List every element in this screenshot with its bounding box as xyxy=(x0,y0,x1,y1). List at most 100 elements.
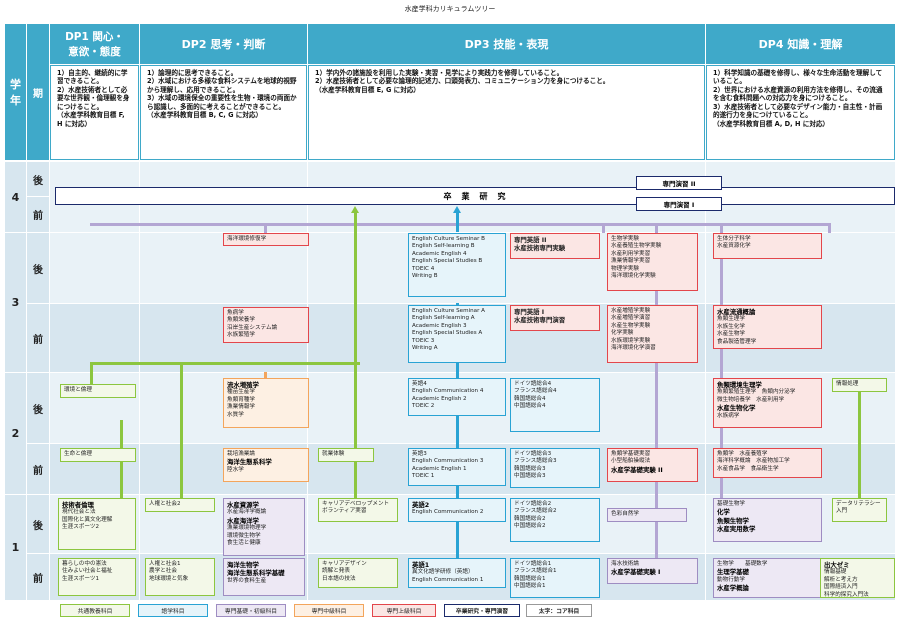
seminar-1: 専門演習 I xyxy=(636,197,722,211)
legend-basic: 専門基礎・初級科目 xyxy=(216,604,286,617)
course-english-2-list: English Communication 2 xyxy=(412,509,484,516)
term-4-late: 後 xyxy=(27,162,49,196)
legend-adv: 専門上級科目 xyxy=(372,604,436,617)
year-3: 3 xyxy=(5,233,26,372)
dp4-header: DP4 知識・理解 xyxy=(706,24,895,64)
course-cultivation-list2: 陸水学 xyxy=(227,466,244,473)
course-english-1-list: 異文化語学研修（英語） English Communication 1 xyxy=(412,569,484,583)
year-header: 学 年 xyxy=(5,24,26,160)
course-biology-basics-list2: 動物行動学 xyxy=(717,576,745,583)
course-flowing-water: 流水増殖学種苗生産学 魚類育種学 漁業情報学 水質学 xyxy=(223,378,309,428)
legend-language: 語学科目 xyxy=(138,604,208,617)
course-biology-basics-list: 生物学 基礎数学 xyxy=(717,561,768,567)
seminar-2: 専門演習 II xyxy=(636,176,722,190)
legend-mid: 専門中級科目 xyxy=(294,604,364,617)
course-biology-basics-title: 生理学基礎 xyxy=(717,568,749,577)
course-internship: 就業体験 xyxy=(318,448,374,462)
course-human-rights-1: 人権と社会1 農学と社会 地球環境と気象 xyxy=(145,558,215,596)
connector-cyan-arrow xyxy=(453,206,461,213)
dp1-description: 1）自主的、継続的に学習できること。 2）水産技術者として必要な世界観・倫理観を… xyxy=(50,65,139,160)
course-basic-exp-1-title: 水産学基礎実験 I xyxy=(611,568,661,577)
course-cultivation-list: 栽培漁業論 xyxy=(227,451,255,457)
course-english-2-title: 英語2 xyxy=(412,501,430,509)
course-fisheries-intro-title: 水産学概論 xyxy=(717,584,749,593)
course-fish-env-physiology-list: 魚類繁殖生理学 魚類内分泌学 微生物培養学 水産利用学 xyxy=(717,389,796,403)
legend-core: 太字：コア科目 xyxy=(526,604,592,617)
connector-green-v4 xyxy=(858,380,861,500)
course-biology-basics: 生物学 基礎数学生理学基礎動物行動学水産学概論 xyxy=(713,558,822,598)
connector-purple-3 xyxy=(602,223,605,233)
course-english-seminar-b: English Culture Seminar B English Self-l… xyxy=(408,233,506,297)
connector-green-arrow xyxy=(351,206,359,213)
course-basic-biology-title: 化学 魚類生物学 水産実用数学 xyxy=(717,508,756,534)
course-distribution-list: 魚類生理学 水族生化学 水産生物学 食品製造管理学 xyxy=(717,316,757,345)
course-lang-3: ドイツ語総合3 フランス語総合3 韓国語総合3 中国語総合3 xyxy=(510,448,600,488)
connector-green-h xyxy=(90,362,360,365)
course-senmon-english-1: 専門英語 I 水産技術専門演習 xyxy=(510,305,600,331)
course-zemi-title: 出大ゼミ xyxy=(824,561,850,569)
course-lang-1: ドイツ語総合1 フランス語総合1 韓国語総合1 中国語総合1 xyxy=(510,558,600,598)
course-fish-env-physiology: 魚類環境生理学魚類繁殖生理学 魚類内分泌学 微生物培養学 水産利用学水産生物化学… xyxy=(713,378,822,428)
term-2-early: 前 xyxy=(27,444,49,494)
course-ichthyology: 魚類学 水産養殖学 海洋科学概論 水産物加工学 水産食品学 食品衛生学 xyxy=(713,448,822,478)
course-career-design: キャリアデザイン 読解と発表 日本語の技法 xyxy=(318,558,398,588)
connector-purple-2 xyxy=(828,223,831,233)
course-human-rights-2: 人権と社会2 xyxy=(145,498,215,512)
course-experiments-late: 生物学実験 水産養殖生物学実験 水産利用学実習 漁業情報学実習 物理学実験 海洋… xyxy=(607,233,698,291)
course-fish-env-physiology-title: 魚類環境生理学 xyxy=(717,381,762,389)
course-flowing-water-title: 流水増殖学 xyxy=(227,381,259,389)
course-marine-env: 海洋環境修復学 xyxy=(223,233,309,246)
connector-orange xyxy=(264,372,267,382)
course-lang-4: ドイツ語総合4 フランス語総合4 韓国語総合4 中国語総合4 xyxy=(510,378,600,432)
course-english-4: 英語4 English Communication 4 Academic Eng… xyxy=(408,378,506,416)
course-fish-disease: 魚病学 魚類栄養学 沿岸生産システム論 水族繁殖学 xyxy=(223,307,309,343)
course-basic-exp-2-title: 水産学基礎実験 II xyxy=(611,465,663,474)
course-english-3: 英語3 English Communication 3 Academic Eng… xyxy=(408,448,506,486)
dp2-description: 1）論理的に思考できること。 2）水域における多様な食料システムを地球的視野から… xyxy=(140,65,307,160)
year-2: 2 xyxy=(5,373,26,494)
course-data-literacy: データリテラシー入門 xyxy=(832,498,887,522)
graduation-research: 卒 業 研 究 xyxy=(55,187,895,205)
course-lang-2: ドイツ語総合2 フランス語総合2 韓国語総合2 中国語総合2 xyxy=(510,498,600,542)
term-4-early: 前 xyxy=(27,197,49,232)
term-1-early: 前 xyxy=(27,554,49,600)
course-engineer-ethics-title: 技術者倫理 xyxy=(62,501,94,509)
course-marine-biology-list: 世界の食料生産 xyxy=(227,577,267,584)
course-marine-biology: 海洋生物学海洋生態系科学基礎世界の食料生産 xyxy=(223,558,305,596)
course-senmon-english-2: 専門英語 II 水産技術専門実験 xyxy=(510,233,600,259)
course-fisheries-resources: 水産資源学水産海洋学概論水産海洋学漁業環境物理学 環境微生物学 食生活と健康 xyxy=(223,498,305,556)
connector-purple-vertical-2 xyxy=(720,223,723,523)
term-2-late: 後 xyxy=(27,373,49,443)
course-engineer-ethics-list: 現代社会と法 国際化と異文化理解 生涯スポーツ2 xyxy=(62,509,113,531)
course-zemi-list: 情報基礎 解析と考え方 国際経済入門 科学的探究入門法 xyxy=(824,569,869,598)
dp4-description: 1）科学知識の基礎を修得し、様々な生命活動を理解していること。 2）世界における… xyxy=(706,65,895,160)
connector-purple-1 xyxy=(264,223,267,233)
connector-green-main xyxy=(354,212,357,522)
connector-purple-top xyxy=(90,223,830,226)
dp3-header: DP3 技能・表現 xyxy=(308,24,705,64)
course-basic-exp-1: 海水技術論水産学基礎実験 I xyxy=(607,558,698,584)
course-zemi: 出大ゼミ情報基礎 解析と考え方 国際経済入門 科学的探究入門法 xyxy=(820,558,895,598)
connector-green-v2 xyxy=(180,362,183,498)
course-fisheries-resources-list: 水産海洋学概論 xyxy=(227,509,267,516)
course-basic-exp-2-list: 魚類学基礎実習 小型船舶操縦法 xyxy=(611,451,651,465)
course-basic-exp-1-list: 海水技術論 xyxy=(611,561,639,567)
course-color-nature: 色彩自然学 xyxy=(607,508,687,522)
dp3-description: 1）学内外の諸施設を利用した実験・実習・見学により実践力を修得していること。 2… xyxy=(308,65,705,160)
course-career-dev: キャリアデベロップメント ボランティア実習 xyxy=(318,498,398,522)
course-english-seminar-a: English Culture Seminar A English Self-l… xyxy=(408,305,506,363)
course-basic-biology: 基礎生物学化学 魚類生物学 水産実用数学 xyxy=(713,498,822,542)
course-fisheries-ocean-title: 水産海洋学 xyxy=(227,516,259,525)
course-cultivation: 栽培漁業論海洋生態系科学陸水学 xyxy=(223,448,309,482)
term-3-early: 前 xyxy=(27,304,49,372)
course-fisheries-ocean-list: 漁業環境物理学 環境微生物学 食生活と健康 xyxy=(227,525,267,547)
course-info-processing: 情報処理 xyxy=(832,378,887,392)
course-marine-eco-basic-title: 海洋生態系科学基礎 xyxy=(227,569,285,578)
dp1-header: DP1 関心・ 意欲・態度 xyxy=(50,24,139,64)
course-experiments-early: 水産増殖学実験 水産増殖学演習 水産生物学実験 化学実験 水族環境学実験 海洋環… xyxy=(607,305,698,363)
legend-thesis: 卒業研究・専門演習 xyxy=(444,604,520,617)
term-header: 期 xyxy=(27,24,49,160)
course-constitution: 暮らしの中の憲法 住みよい社会と福祉 生涯スポーツ1 xyxy=(58,558,136,596)
